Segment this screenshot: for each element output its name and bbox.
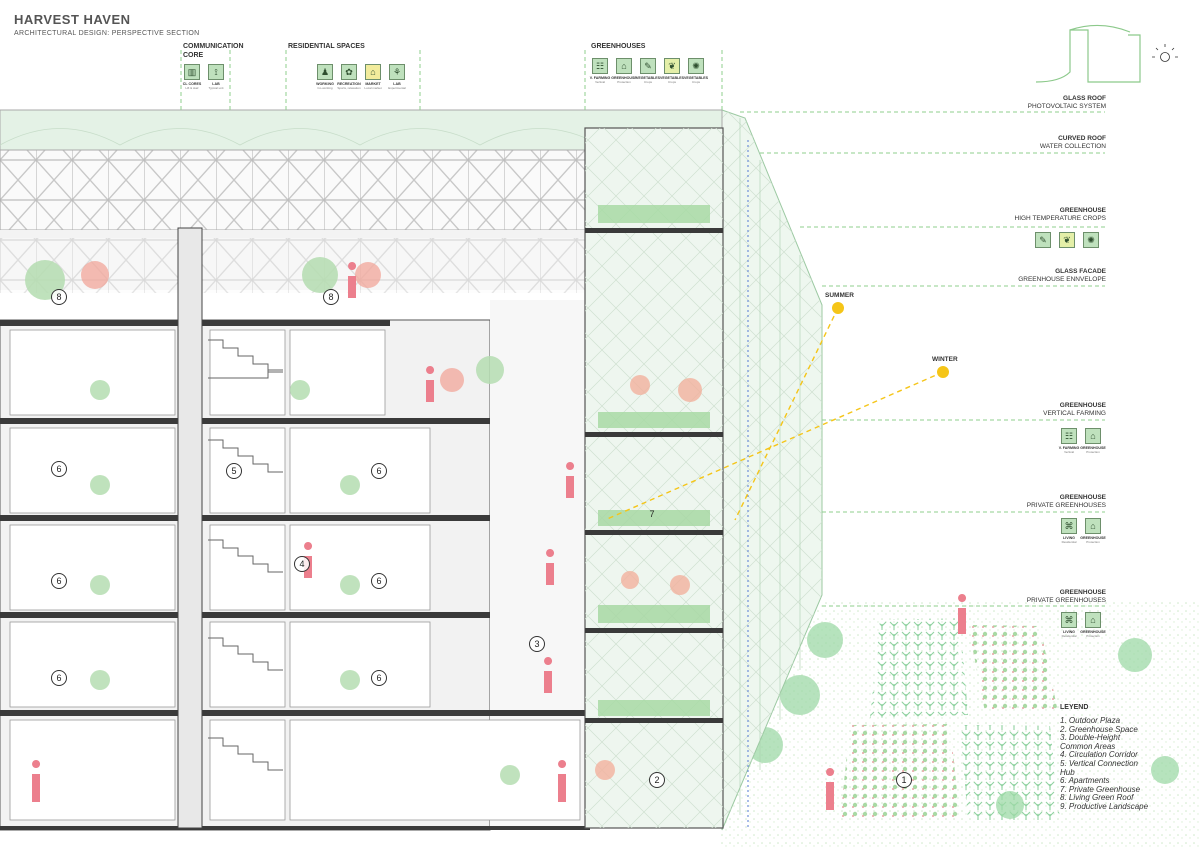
legend-item: 9. Productive Landscape xyxy=(1060,801,1149,811)
category-label: GREENHOUSES xyxy=(591,43,646,50)
summer-sun-icon xyxy=(832,302,844,314)
field-crops-2 xyxy=(968,625,1058,712)
field-crops-3 xyxy=(840,724,960,820)
summer-label: SUMMER xyxy=(825,292,854,299)
greenhouse-logo-icon xyxy=(1035,24,1141,83)
category-label: COMMUNICATION CORE xyxy=(183,43,244,59)
greenhouse-planting xyxy=(598,205,710,716)
legend-item: 3. Double-Height xyxy=(1060,733,1121,743)
legend-item: 1. Outdoor Plaza xyxy=(1060,716,1121,725)
category-label: RESIDENTIAL SPACES xyxy=(288,43,365,50)
page-subtitle: ARCHITECTURAL DESIGN: PERSPECTIVE SECTIO… xyxy=(14,30,200,37)
people-figures xyxy=(32,262,967,810)
vegetables-round-icon: ✺ xyxy=(1082,232,1100,248)
greenhouse-slabs xyxy=(585,228,723,723)
legend-item: 5. Vertical Connection xyxy=(1060,758,1138,768)
legend-item: Hub xyxy=(1060,767,1075,777)
legend-item: 8. Living Green Roof xyxy=(1060,793,1134,803)
field-crops-1 xyxy=(870,618,968,718)
field-crops-4 xyxy=(960,725,1060,820)
high-temp-icons: ✎ ❦ ✺ xyxy=(1034,232,1100,248)
apartment-rooms xyxy=(9,329,581,821)
legend-item: Common Areas xyxy=(1060,741,1116,751)
legend-item: 7. Private Greenhouse xyxy=(1060,784,1141,794)
winter-label: WINTER xyxy=(932,356,958,363)
stairs xyxy=(208,339,283,771)
legend-title: LEYEND xyxy=(1060,704,1089,711)
vegetables-icon: ✎ xyxy=(1034,232,1052,248)
vegetables-leaf-icon: ❦ xyxy=(1058,232,1076,248)
sun-rays xyxy=(604,307,944,521)
apple-sun-icon xyxy=(1152,44,1178,62)
annotation-leaders xyxy=(180,50,1105,607)
winter-sun-icon xyxy=(937,366,949,378)
roof-truss xyxy=(0,149,586,231)
page-title: HARVEST HAVEN xyxy=(14,12,131,27)
legend-item: 4. Circulation Corridor xyxy=(1060,750,1138,760)
circulation-core xyxy=(177,227,203,829)
legend-item: 2. Greenhouse Space xyxy=(1060,724,1138,734)
legend-item: 6. Apartments xyxy=(1060,776,1110,786)
